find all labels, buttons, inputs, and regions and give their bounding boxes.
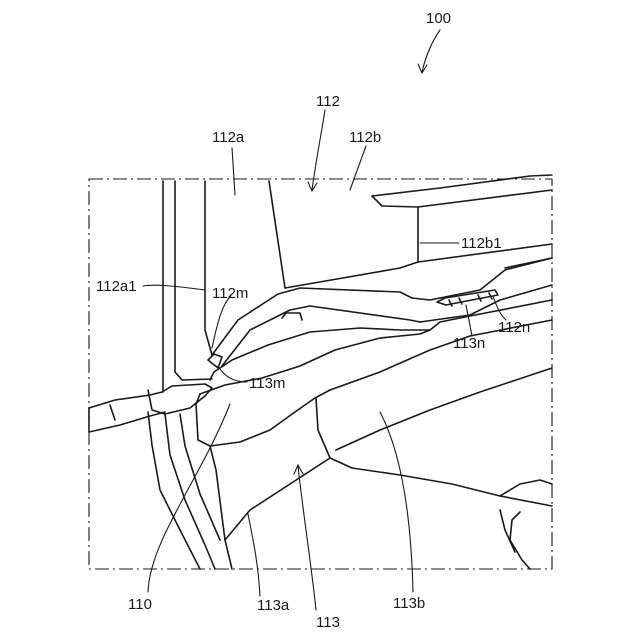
reference-labels: 100 112 112a 112b 112b1 112a1 112m 112n … <box>96 10 530 631</box>
label-110: 110 <box>128 596 152 613</box>
leader-113n <box>466 305 472 336</box>
label-112a1: 112a1 <box>96 278 137 295</box>
leader-112 <box>312 110 325 190</box>
leader-113 <box>298 466 316 610</box>
label-113: 113 <box>316 614 340 631</box>
leader-113b <box>380 412 413 592</box>
label-112b: 112b <box>349 129 381 146</box>
roof-panel-112b <box>285 175 552 288</box>
label-112b1: 112b1 <box>461 235 502 252</box>
label-113n: 113n <box>453 335 485 352</box>
upper-rail-112 <box>212 258 552 366</box>
leader-110 <box>148 404 230 592</box>
label-113b: 113b <box>393 595 425 612</box>
leader-100 <box>422 30 440 72</box>
leader-113m <box>218 366 247 382</box>
label-100: 100 <box>426 10 451 27</box>
base-part-110 <box>89 354 222 569</box>
label-112: 112 <box>316 93 340 110</box>
label-112n: 112n <box>498 319 530 336</box>
leader-112m <box>212 294 232 348</box>
leader-112b <box>350 146 366 190</box>
label-112a: 112a <box>212 129 245 146</box>
leader-112a1 <box>143 285 205 290</box>
label-112m: 112m <box>212 285 248 302</box>
lower-duct-113 <box>196 300 552 569</box>
label-113m: 113m <box>249 375 285 392</box>
leader-113a <box>248 514 260 596</box>
leader-112a <box>232 148 235 195</box>
label-113a: 113a <box>257 597 290 614</box>
